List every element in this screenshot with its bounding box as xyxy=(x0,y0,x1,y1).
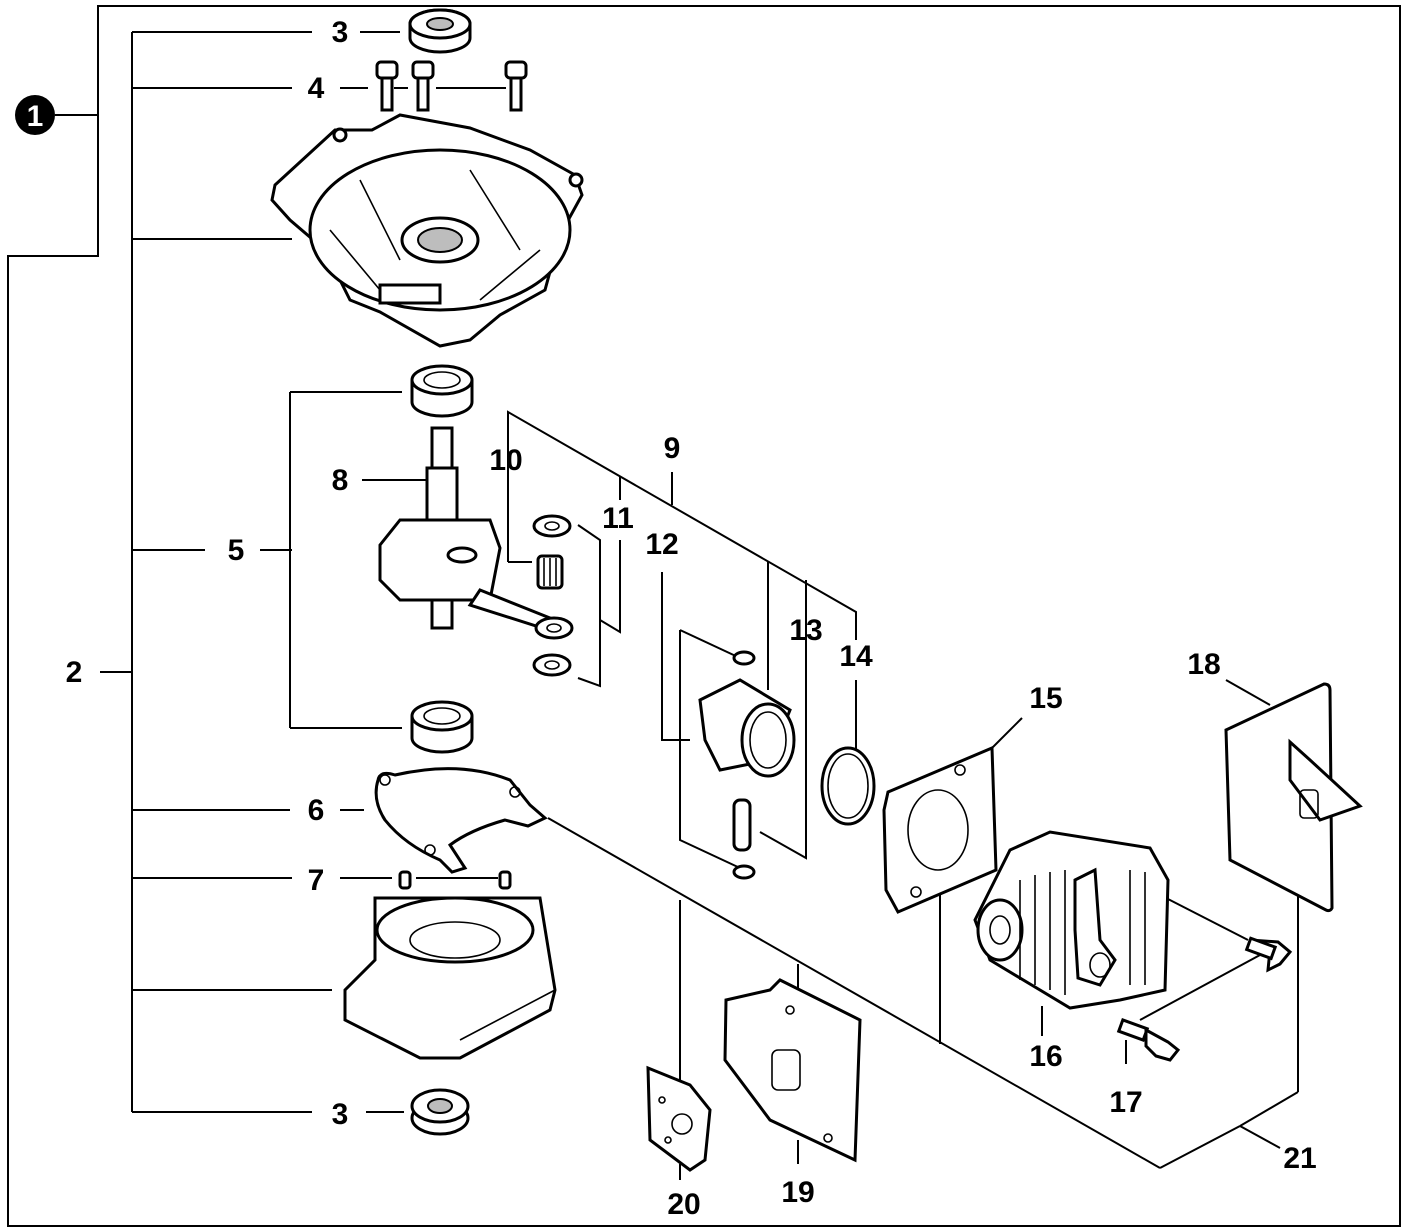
dowel-pin-icon xyxy=(398,870,512,890)
label-20: 20 xyxy=(667,1188,700,1221)
label-3-bottom: 3 xyxy=(332,1098,349,1131)
crankcase-upper-icon xyxy=(270,113,584,348)
piston-ring-icon xyxy=(820,746,876,826)
label-11: 11 xyxy=(602,502,634,535)
piston-pin-icon xyxy=(732,798,752,852)
oil-seal-icon xyxy=(408,8,472,54)
exhaust-gasket-icon xyxy=(723,978,862,1163)
leader-lines xyxy=(260,31,1299,1180)
cylinder-gasket-icon xyxy=(882,745,998,914)
cylinder-icon xyxy=(973,830,1170,1010)
assembly-frame xyxy=(7,5,1401,1227)
label-14: 14 xyxy=(839,640,873,673)
label-8: 8 xyxy=(332,464,349,497)
svg-text:1: 1 xyxy=(27,100,44,133)
label-15: 15 xyxy=(1029,682,1062,715)
crankcase-gasket-icon xyxy=(374,767,548,874)
needle-bearing-icon xyxy=(536,554,564,590)
label-6: 6 xyxy=(308,794,325,827)
label-5: 5 xyxy=(228,534,245,567)
label-18: 18 xyxy=(1187,648,1220,681)
label-17: 17 xyxy=(1109,1086,1142,1119)
label-21: 21 xyxy=(1283,1142,1316,1175)
label-4: 4 xyxy=(308,72,325,105)
ball-bearing-icon xyxy=(410,364,474,754)
part-labels: 3 4 5 2 8 10 9 11 12 13 14 15 18 6 7 16 … xyxy=(66,16,1317,1221)
intake-gasket-icon xyxy=(646,1065,712,1172)
label-2: 2 xyxy=(66,656,83,689)
heat-shield-icon xyxy=(1224,682,1363,913)
label-13: 13 xyxy=(789,614,822,647)
bracket-2 xyxy=(100,31,332,1113)
washer-icon xyxy=(532,514,574,677)
label-10: 10 xyxy=(489,444,522,477)
assembly-badge: 1 xyxy=(15,95,55,135)
crankcase-lower-icon xyxy=(343,896,557,1060)
crankshaft-icon xyxy=(378,426,558,635)
piston-icon xyxy=(698,678,796,778)
socket-bolt-icon xyxy=(375,60,528,112)
circlip-icon xyxy=(732,650,756,880)
oil-seal-bottom-icon xyxy=(410,1088,470,1136)
label-12: 12 xyxy=(645,528,678,561)
label-9: 9 xyxy=(664,432,681,465)
label-19: 19 xyxy=(781,1176,814,1209)
label-16: 16 xyxy=(1029,1040,1062,1073)
bolt-icon xyxy=(1116,936,1293,1062)
label-3-top: 3 xyxy=(332,16,349,49)
label-7: 7 xyxy=(308,864,325,897)
